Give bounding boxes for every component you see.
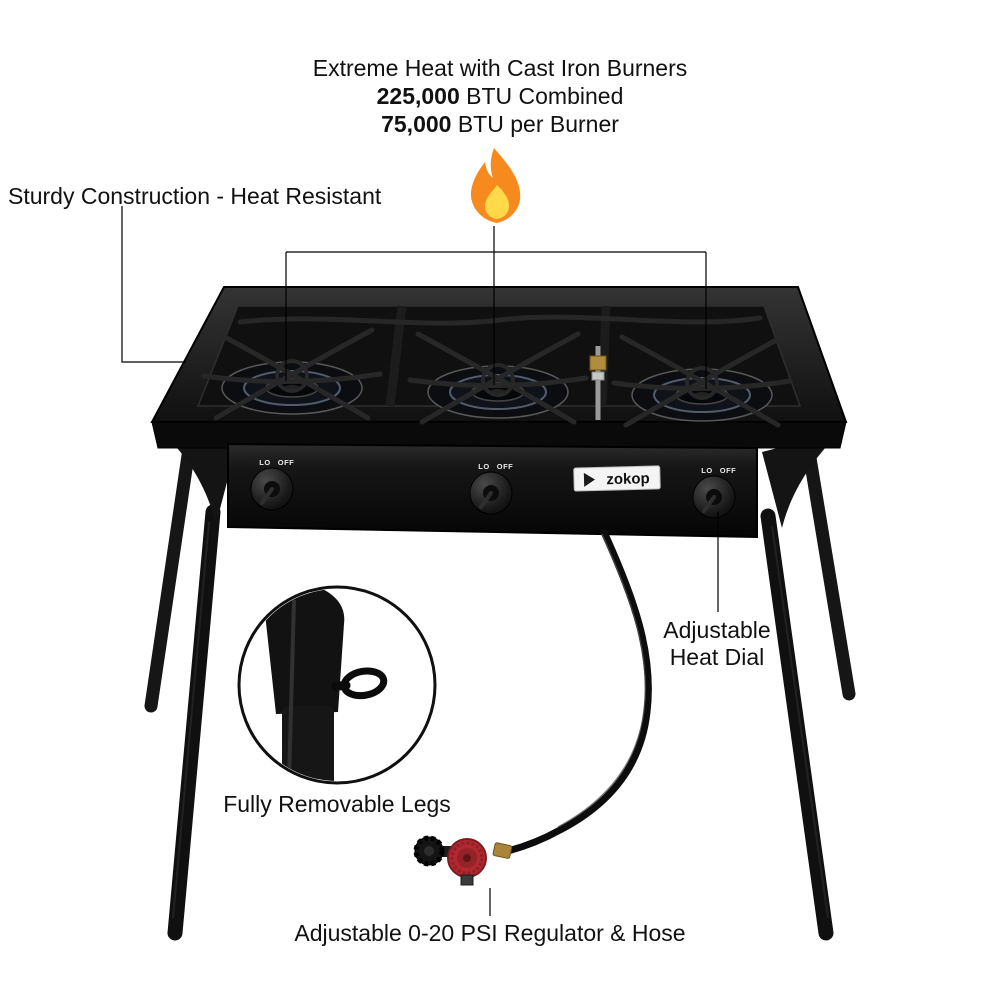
leg-highlight (172, 521, 210, 919)
stove-legs (144, 430, 856, 941)
heat-dial-line-2: Heat Dial (669, 644, 765, 670)
control-knob-left: LO OFF (250, 458, 295, 511)
regulator-stem (460, 874, 474, 886)
control-knob-middle: LO OFF (469, 462, 514, 515)
control-panel: LO OFF LO OFF LO OFF (227, 442, 758, 539)
knob-pointer (479, 491, 493, 509)
pull-pin-ring-icon (340, 667, 388, 700)
annotation-lines (121, 206, 719, 916)
psi-regulator (413, 835, 513, 886)
leg-highlight (771, 525, 829, 919)
brand-text: zokop (606, 470, 650, 488)
stove-top (150, 286, 848, 449)
hose-brass-fitting (492, 842, 513, 859)
left-corner-brace (160, 430, 236, 524)
frame-front-edge (151, 421, 847, 449)
leg-sheen (287, 599, 296, 781)
back-right-leg (801, 439, 856, 701)
front-left-leg (167, 504, 221, 941)
gas-hose (504, 528, 652, 855)
knob-pointer (260, 487, 274, 505)
burner-left (221, 361, 363, 415)
heading-line-3: 75,000 BTU per Burner (0, 110, 1000, 138)
knob-lo-label: LO (259, 458, 270, 467)
brand-label: zokop (573, 465, 661, 492)
knob-off-label: OFF (720, 466, 737, 475)
leader-sturdy-construction (121, 206, 186, 363)
regulator-hose-label: Adjustable 0-20 PSI Regulator & Hose (294, 920, 686, 946)
leg-detail-inset (237, 585, 437, 785)
brand-logo-icon (583, 472, 596, 487)
front-right-leg (760, 508, 834, 941)
leg-pull-pin (331, 667, 388, 700)
back-left-leg (144, 435, 197, 713)
hose-highlight (557, 533, 647, 828)
control-knob-right: LO OFF (692, 466, 737, 519)
heading-line-1: Extreme Heat with Cast Iron Burners (312, 55, 688, 81)
removable-legs-label: Fully Removable Legs (223, 791, 451, 817)
heat-dial-label: Adjustable Heat Dial (632, 617, 802, 671)
brass-fitting (589, 355, 607, 371)
leg-socket-sleeve (262, 589, 345, 714)
knob-off-label: OFF (497, 462, 514, 471)
brand-plate (573, 465, 661, 492)
right-corner-brace (762, 432, 840, 528)
sturdy-construction-label: Sturdy Construction - Heat Resistant (8, 183, 382, 209)
knob-lo-label: LO (478, 462, 489, 471)
cast-iron-grates (201, 314, 793, 428)
heading-block: Extreme Heat with Cast Iron Burners 225,… (0, 54, 1000, 138)
knob-pointer (702, 495, 716, 513)
knob-lo-label: LO (701, 466, 712, 475)
btu-per-burner-value: 75,000 (381, 111, 452, 137)
heat-dial-line-1: Adjustable (663, 617, 771, 643)
btu-per-burner-label: BTU per Burner (451, 111, 619, 137)
heading-line-2: 225,000 BTU Combined (0, 82, 1000, 110)
burner-right (631, 368, 773, 422)
knob-off-label: OFF (278, 458, 295, 467)
flame-icon (470, 148, 521, 223)
gas-valve-pipe (589, 346, 607, 420)
btu-combined-label: BTU Combined (459, 83, 624, 109)
burner-middle (427, 365, 569, 419)
btu-combined-value: 225,000 (376, 83, 460, 109)
